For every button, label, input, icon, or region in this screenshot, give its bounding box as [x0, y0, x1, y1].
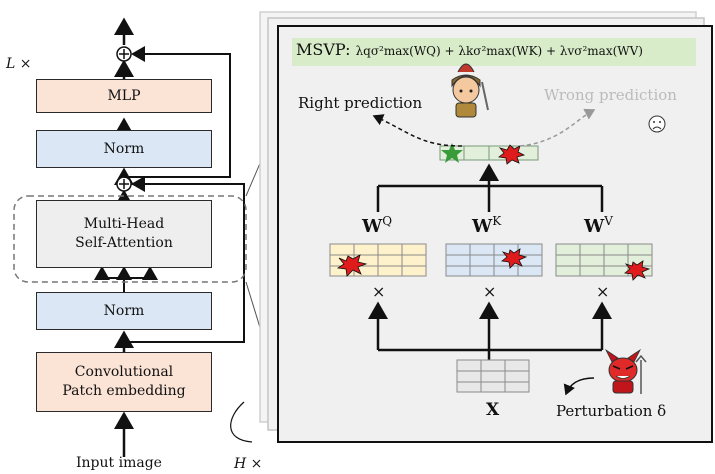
heads-label: H ×	[234, 456, 263, 472]
msvp-title: MSVP: λqσ²max(WQ) + λkσ²max(WK) + λvσ²ma…	[296, 40, 643, 59]
burst-icon	[501, 248, 528, 269]
perturbation-label: Perturbation δ	[556, 402, 667, 420]
matrix-x	[456, 359, 530, 393]
times-v: ×	[596, 282, 610, 301]
times-q: ×	[372, 282, 386, 301]
w-base: W	[472, 216, 493, 237]
wk-label: WK	[472, 214, 501, 237]
mlp-label: MLP	[107, 87, 141, 104]
wq-label: WQ	[362, 214, 392, 237]
plus-circle-icon	[116, 176, 132, 192]
input-label: Input image	[76, 455, 162, 471]
wrong-prediction-label: Wrong prediction	[544, 86, 677, 104]
x-label: X	[486, 400, 500, 420]
embedding-label: Convolutional Patch embedding	[62, 364, 186, 399]
norm-bottom-label: Norm	[103, 302, 145, 319]
k-sup: K	[492, 214, 502, 228]
burst-icon	[336, 254, 368, 277]
matrix-wk	[445, 243, 543, 277]
burst-icon	[498, 144, 526, 165]
right-prediction-label: Right prediction	[298, 94, 423, 112]
times-k: ×	[483, 282, 497, 301]
burst-icon	[624, 260, 651, 281]
norm-bottom-block: Norm	[36, 292, 212, 330]
layers-label: L ×	[6, 56, 32, 72]
star-icon	[441, 143, 463, 163]
msvp-formula: λqσ²max(WQ) + λkσ²max(WK) + λvσ²max(WV)	[355, 44, 643, 58]
devil-icon	[604, 348, 647, 394]
q-sup: Q	[382, 214, 393, 228]
sad-face-icon	[648, 115, 666, 133]
w-base: W	[362, 216, 383, 237]
embedding-block: Convolutional Patch embedding	[36, 352, 212, 412]
v-sup: V	[604, 214, 613, 228]
msvp-prefix: MSVP:	[296, 40, 351, 59]
norm-top-block: Norm	[36, 130, 212, 168]
attention-label: Multi-Head Self-Attention	[75, 216, 173, 251]
plus-circle-icon	[116, 46, 132, 62]
mlp-block: MLP	[36, 79, 212, 113]
w-base: W	[584, 216, 605, 237]
norm-top-label: Norm	[103, 140, 145, 157]
attention-block: Multi-Head Self-Attention	[36, 200, 212, 268]
wv-label: WV	[584, 214, 613, 237]
warrior-icon	[451, 63, 489, 118]
